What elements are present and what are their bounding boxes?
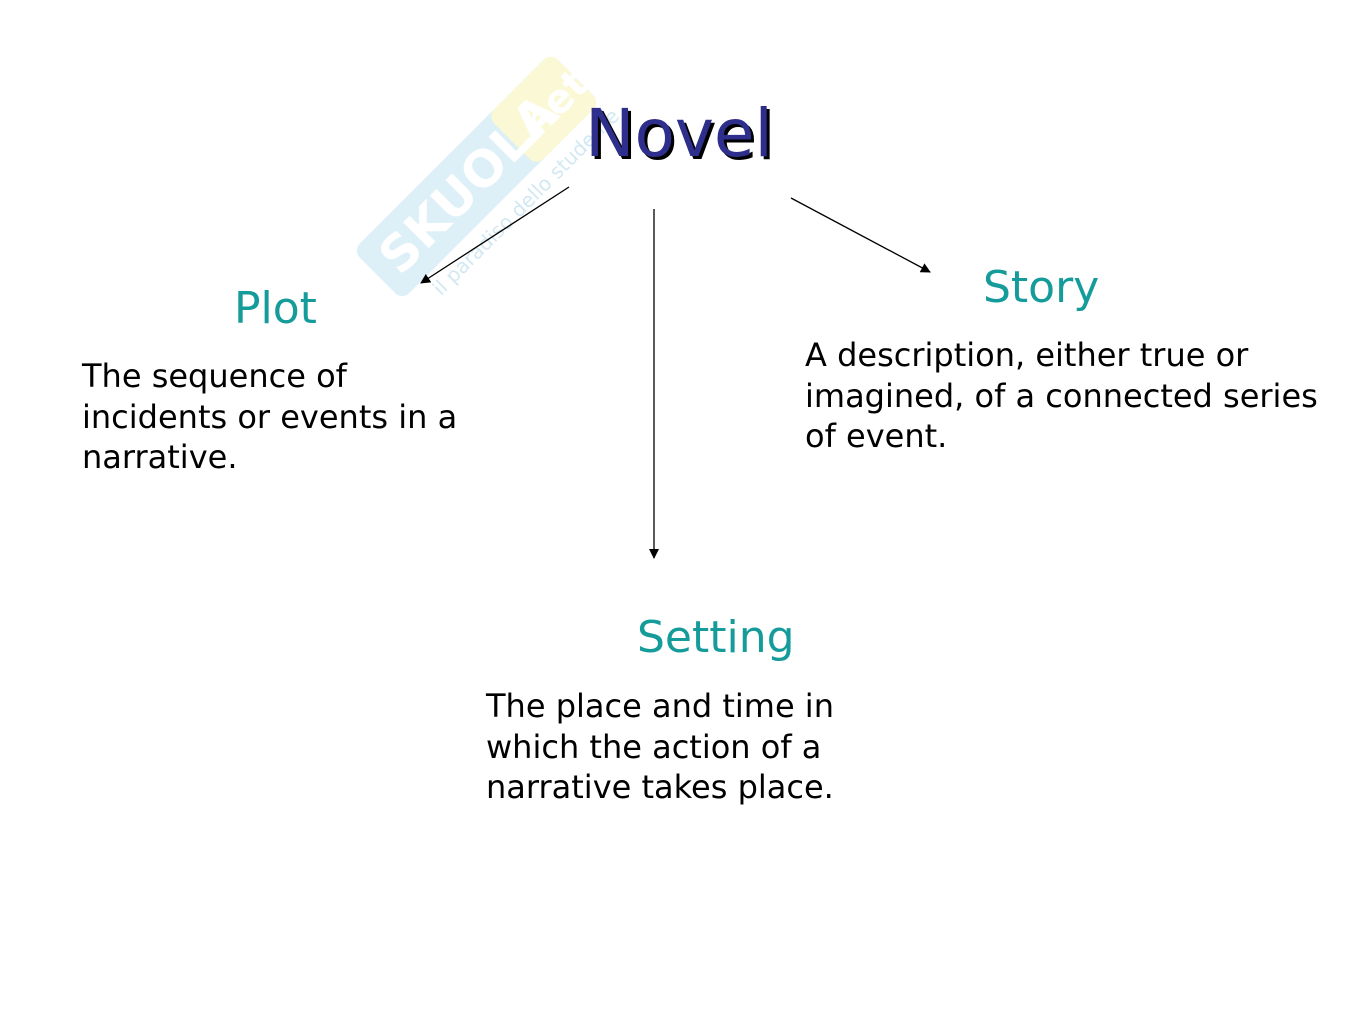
node-heading-story: Story — [983, 262, 1100, 313]
arrow-novel-to-plot — [420, 186, 570, 284]
node-heading-setting: Setting — [637, 612, 795, 663]
node-heading-plot: Plot — [234, 283, 317, 334]
arrow-novel-to-story — [790, 197, 931, 273]
node-description-setting: The place and time in which the action o… — [486, 687, 834, 806]
watermark-logo: SKUOLA .net il paradiso dello studente — [356, 56, 624, 300]
root-node-novel: Novel — [585, 95, 773, 172]
node-description-story: A description, either true or imagined, … — [805, 336, 1318, 455]
node-description-plot: The sequence of incidents or events in a… — [82, 357, 458, 476]
